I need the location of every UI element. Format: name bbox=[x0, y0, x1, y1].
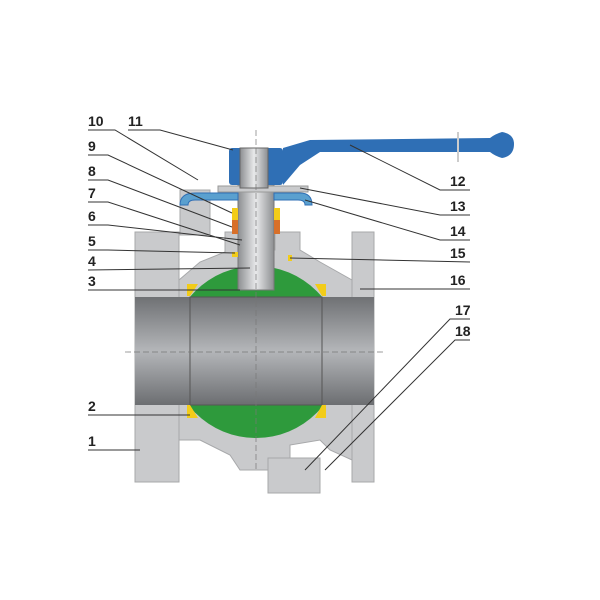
callout-1: 1 bbox=[88, 433, 96, 449]
callout-9: 9 bbox=[88, 138, 96, 154]
callout-17: 17 bbox=[455, 302, 471, 318]
drain-plug bbox=[267, 457, 321, 494]
callout-8: 8 bbox=[88, 163, 96, 179]
callout-3: 3 bbox=[88, 273, 96, 289]
callout-12: 12 bbox=[450, 173, 466, 189]
callout-15: 15 bbox=[450, 245, 466, 261]
handle bbox=[229, 132, 514, 189]
callout-labels: 10 11 9 8 7 6 5 4 3 2 1 12 13 14 15 16 1… bbox=[88, 113, 471, 449]
callout-11: 11 bbox=[128, 113, 143, 129]
callout-6: 6 bbox=[88, 208, 96, 224]
packing-ring bbox=[232, 208, 238, 220]
center-lines bbox=[125, 130, 385, 470]
packing bbox=[232, 220, 238, 234]
callout-13: 13 bbox=[450, 198, 466, 214]
callout-16: 16 bbox=[450, 272, 466, 288]
callout-7: 7 bbox=[88, 185, 96, 201]
callout-4: 4 bbox=[88, 253, 96, 269]
callout-2: 2 bbox=[88, 398, 96, 414]
callout-14: 14 bbox=[450, 223, 466, 239]
leader-lines bbox=[87, 129, 471, 471]
callout-18: 18 bbox=[455, 323, 471, 339]
callout-5: 5 bbox=[88, 233, 96, 249]
callout-10: 10 bbox=[88, 113, 104, 129]
